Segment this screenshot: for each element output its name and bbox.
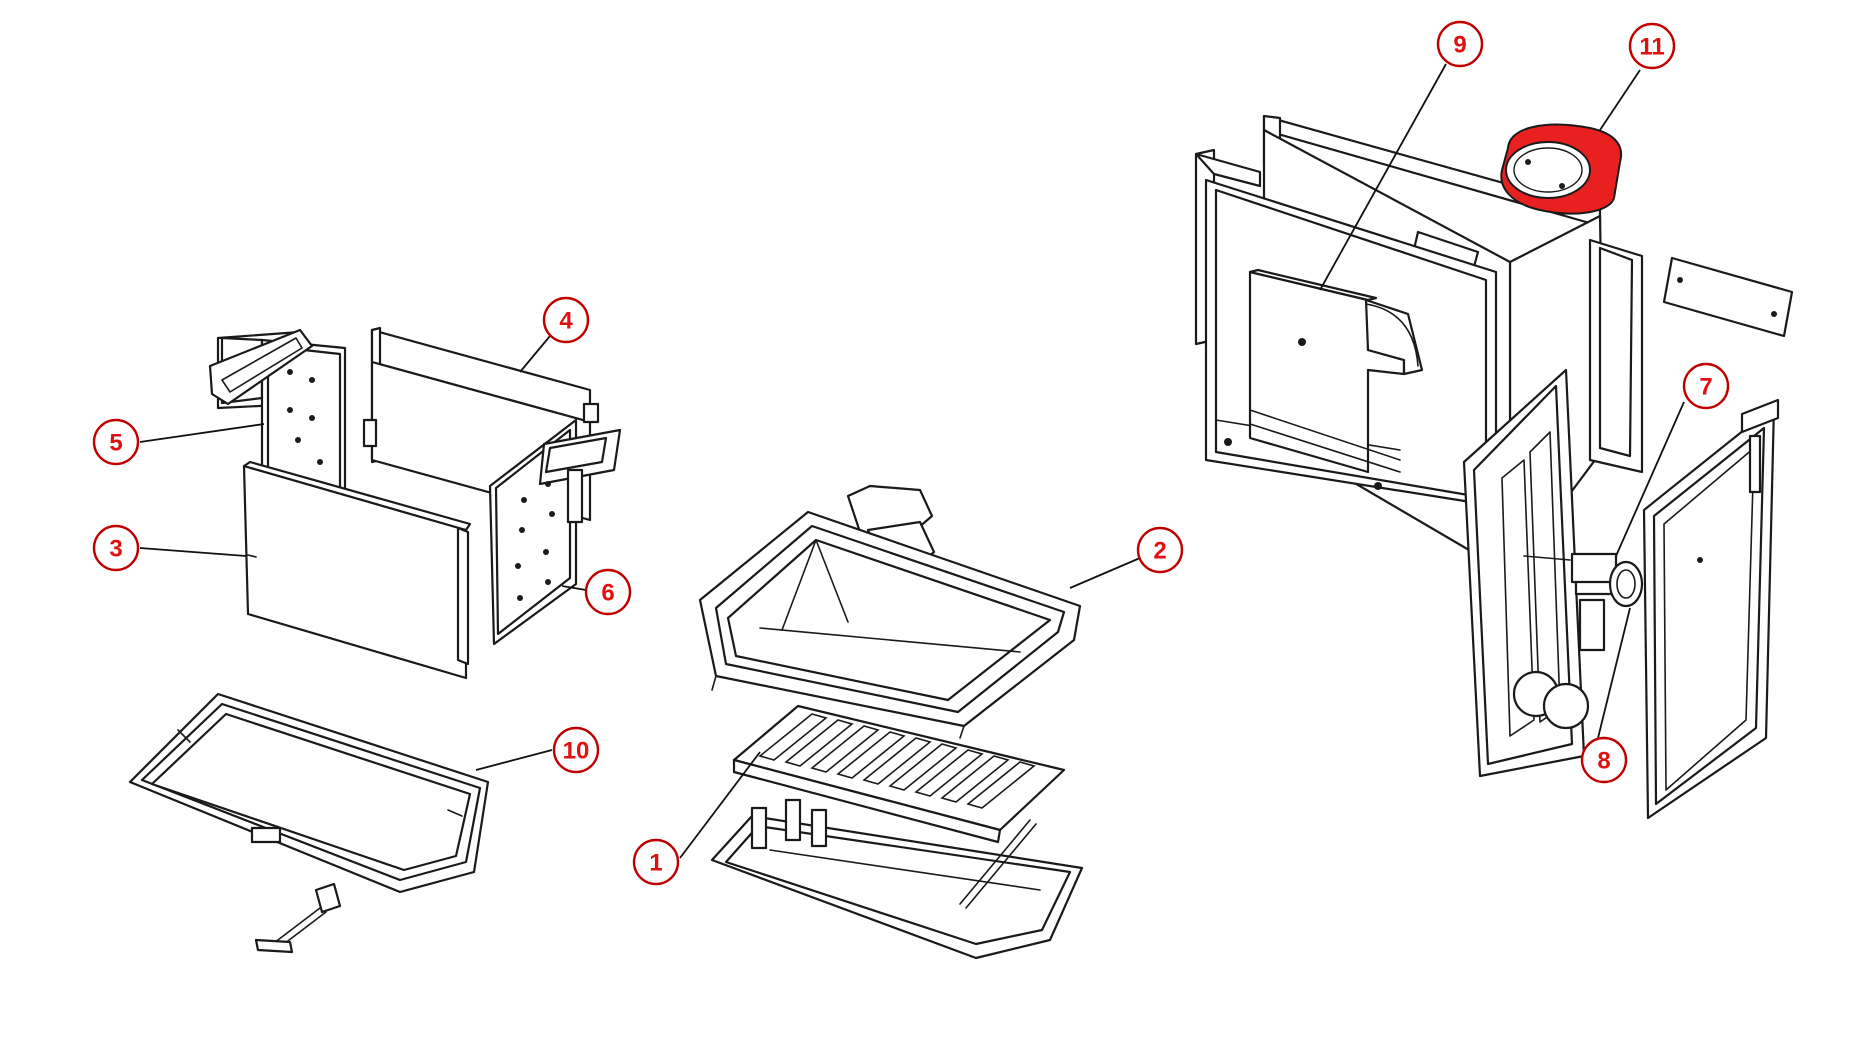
inner-door-frame (1462, 368, 1614, 778)
callout-1-label: 1 (649, 850, 662, 877)
callout-5: 5 (92, 418, 140, 466)
callout-11: 11 (1628, 22, 1676, 70)
callout-5-label: 5 (109, 430, 122, 457)
leader-lines (139, 63, 1685, 859)
part-6-right-side-plate (488, 418, 622, 646)
callout-7-label: 7 (1699, 374, 1712, 401)
callout-8: 8 (1580, 736, 1628, 784)
part-9-baffle-plate (1224, 268, 1424, 490)
callout-8-label: 8 (1597, 748, 1610, 775)
callout-3-label: 3 (109, 536, 122, 563)
part-1-grate (732, 704, 1066, 844)
leader-9 (1319, 63, 1447, 291)
callout-10-label: 10 (563, 738, 590, 765)
callout-6-label: 6 (601, 580, 614, 607)
callout-2: 2 (1136, 526, 1184, 574)
leader-11 (1599, 69, 1641, 131)
callout-9-label: 9 (1453, 32, 1466, 59)
leader-5 (139, 423, 265, 443)
part-7-8-handle-knob (1523, 552, 1644, 608)
callout-10: 10 (552, 726, 600, 774)
small-cover-plate (1662, 256, 1794, 338)
part-2-burn-pot (698, 484, 1082, 739)
leader-8 (1597, 607, 1631, 739)
leader-2 (1069, 557, 1141, 589)
leader-3 (139, 547, 247, 557)
part-3-front-panel (242, 460, 472, 680)
outer-door (1642, 398, 1780, 820)
part-5-clip (208, 328, 314, 406)
callout-4-label: 4 (559, 308, 573, 335)
ash-pan-handle-tool (254, 882, 342, 954)
leader-10 (475, 749, 553, 771)
leader-4 (519, 329, 556, 373)
callout-4: 4 (542, 296, 590, 344)
callout-7: 7 (1682, 362, 1730, 410)
leader-7 (1615, 401, 1685, 557)
callout-6: 6 (584, 568, 632, 616)
part-11-exhaust-collar (1500, 123, 1623, 215)
base-tray (710, 798, 1084, 960)
callout-9: 9 (1436, 20, 1484, 68)
part-10-ash-pan (128, 692, 490, 894)
leader-6 (561, 585, 587, 591)
callout-11-label: 11 (1639, 34, 1664, 61)
callout-1: 1 (632, 838, 680, 886)
callout-3: 3 (92, 524, 140, 572)
callout-2-label: 2 (1153, 538, 1166, 565)
leader-1 (679, 751, 761, 859)
